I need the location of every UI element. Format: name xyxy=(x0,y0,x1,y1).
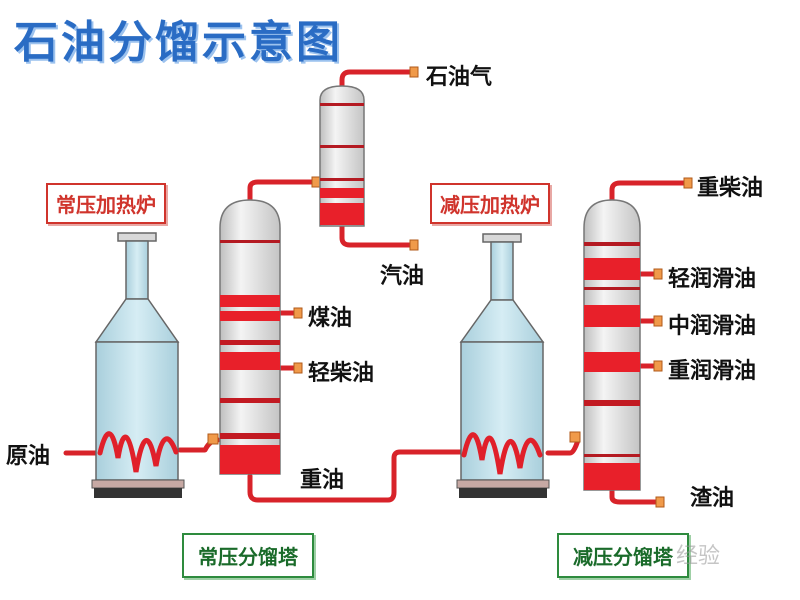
pipe-gasoline xyxy=(339,222,415,248)
label-gas: 石油气 xyxy=(426,65,493,90)
nozzle-residue xyxy=(655,496,665,508)
furnace-label-atmospheric: 常压加热炉 xyxy=(46,183,166,224)
nozzle-light-diesel xyxy=(293,362,303,374)
nozzle-light-lube xyxy=(653,268,663,280)
tower-atmospheric xyxy=(219,199,281,475)
furnace-label-vacuum: 减压加热炉 xyxy=(430,183,550,224)
page-title: 石油分馏示意图 xyxy=(14,17,343,68)
label-kerosene: 煤油 xyxy=(308,306,353,331)
pipe-heavy-diesel xyxy=(609,180,689,208)
heating-coil-icon xyxy=(97,431,179,473)
furnace-vacuum xyxy=(456,233,550,498)
nozzles xyxy=(207,66,693,508)
nozzle-heavy-lube xyxy=(653,360,663,372)
label-heavy-lube: 重润滑油 xyxy=(668,359,757,384)
label-light-lube: 轻润滑油 xyxy=(668,267,757,292)
nozzle-tower1-in xyxy=(207,433,219,445)
label-light-diesel: 轻柴油 xyxy=(308,361,375,386)
furnace-atmospheric xyxy=(91,232,185,498)
label-heavy-oil: 重油 xyxy=(300,468,345,493)
label-crude-oil: 原油 xyxy=(6,444,51,469)
watermark: 经验 xyxy=(676,544,721,569)
tower-label-atmospheric: 常压分馏塔 xyxy=(182,533,314,578)
heating-coil-icon xyxy=(461,432,543,475)
pipe-residue xyxy=(609,487,661,505)
nozzle-medium-lube xyxy=(653,315,663,327)
nozzle-kerosene xyxy=(293,307,303,319)
column-top xyxy=(319,85,365,227)
pipe-furnace2-tower2 xyxy=(545,437,581,456)
label-medium-lube: 中润滑油 xyxy=(668,314,757,339)
pipe-tower1-to-column xyxy=(247,179,321,208)
tower-label-vacuum: 减压分馏塔 xyxy=(557,533,689,578)
nozzle-gasoline xyxy=(409,239,419,251)
pipes xyxy=(63,69,689,505)
tower-vacuum xyxy=(583,199,641,491)
nozzle-gas xyxy=(409,66,419,78)
label-gasoline: 汽油 xyxy=(380,264,425,289)
label-residue: 渣油 xyxy=(690,486,735,511)
pipe-heavy-oil xyxy=(247,449,465,503)
nozzle-heavy-diesel xyxy=(683,177,693,189)
pipe-gas xyxy=(339,69,415,91)
nozzle-tower2-in xyxy=(569,431,581,443)
label-heavy-diesel: 重柴油 xyxy=(697,176,764,201)
nozzle-column-in xyxy=(311,176,321,188)
